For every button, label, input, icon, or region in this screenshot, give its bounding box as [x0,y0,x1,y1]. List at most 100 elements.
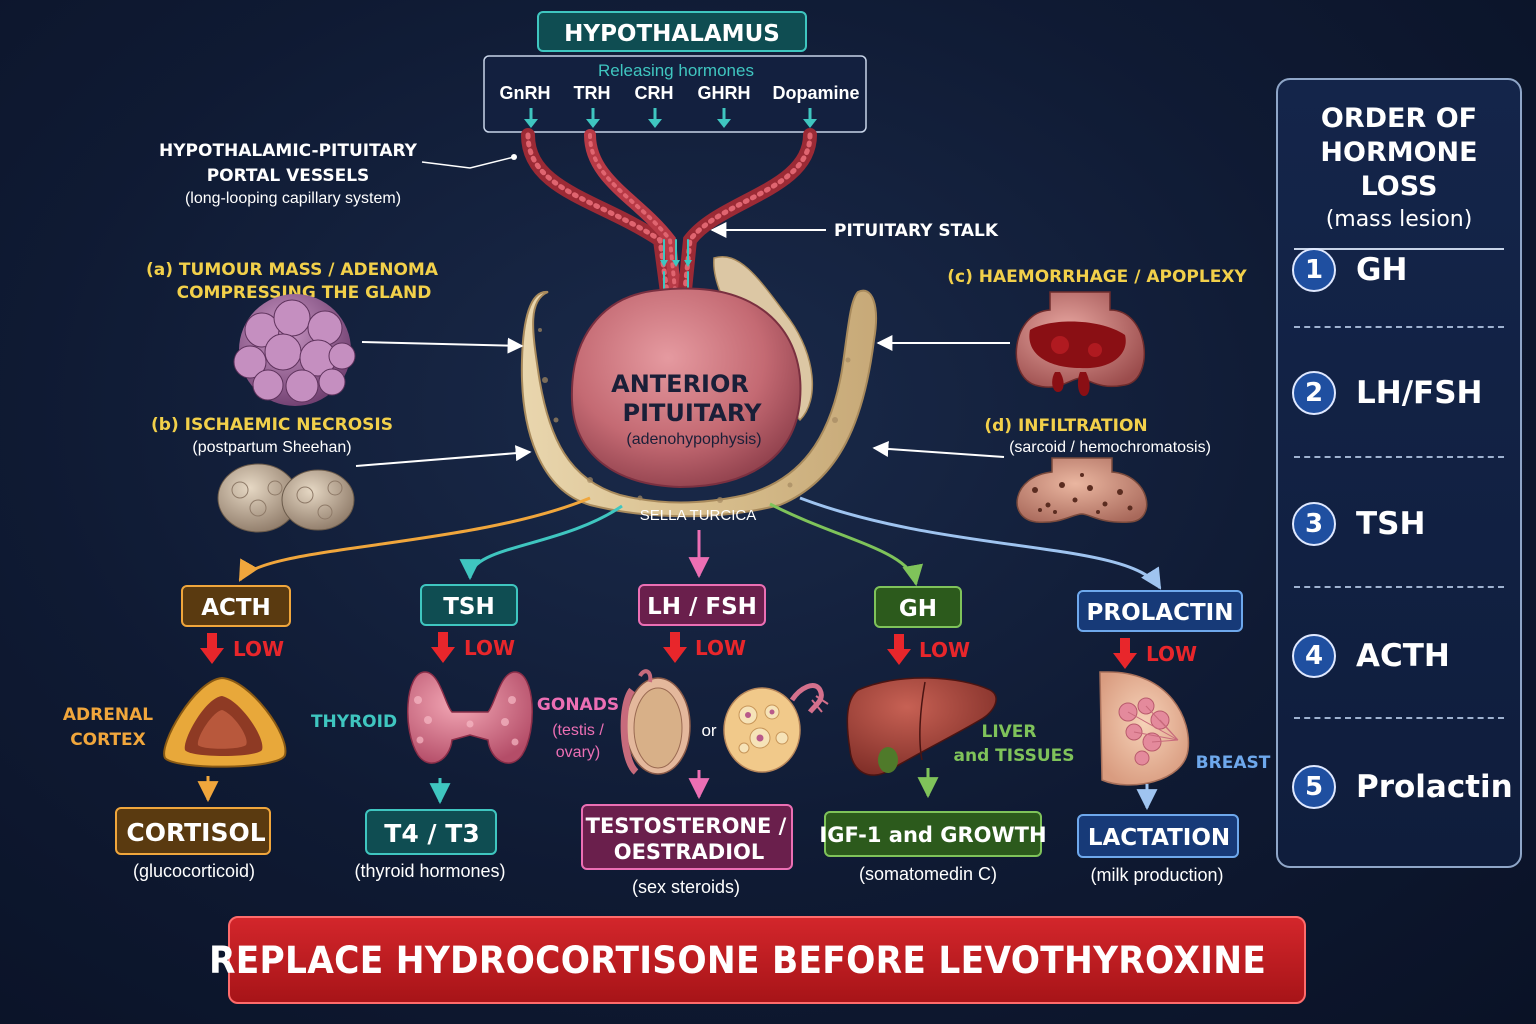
cause-d-line2: (sarcoid / hemochromatosis) [1009,439,1211,456]
hormone-label-gh: GH [899,596,937,622]
anterior-pituitary-gland [570,287,802,489]
liver-image [846,677,997,776]
product-box-sex-steroids [581,804,793,870]
portal-vessels-pointer [421,156,515,169]
product-sub-cortisol: (glucocorticoid) [133,861,255,881]
portal-vessels [521,128,817,307]
ovary-image [723,683,829,773]
releasing-hormones-title: Releasing hormones [598,61,754,80]
product-sub-lactation: (milk production) [1090,865,1223,885]
order-item-label: ACTH [1356,638,1450,674]
order-panel-subtitle: (mass lesion) [1325,207,1473,232]
hypothalamus-title-box [537,11,807,52]
warning-text: REPLACE HYDROCORTISONE BEFORE LEVOTHYROX… [208,938,1266,982]
order-item-label: GH [1356,252,1408,288]
sella-turcica [520,289,878,518]
cause-b-arrow [355,445,532,467]
order-number-badge: 4 [1292,634,1336,678]
low-label-prolactin: LOW [1146,642,1197,666]
target-label-breast: BREAST [1196,753,1271,773]
order-number-badge: 3 [1292,502,1336,546]
branch-arrow-tsh [459,504,623,581]
hormone-label-acth: ACTH [201,595,271,621]
order-item-label: Prolactin [1356,769,1513,805]
hormone-box-gh [874,586,962,628]
ischaemic-necrosis-image [217,463,355,533]
product-label-cortisol: CORTISOL [126,818,265,847]
order-panel-title-line1: ORDER OF [1320,103,1478,134]
order-panel-divider [1294,248,1504,250]
target-label-gonads-line2: (testis / [552,722,604,739]
product-sub-t4t3: (thyroid hormones) [354,861,505,881]
order-separator [1294,717,1504,719]
hypothalamus-group: HYPOTHALAMUS Releasing hormones GnRH TRH… [483,11,867,133]
warning-banner: REPLACE HYDROCORTISONE BEFORE LEVOTHYROX… [209,916,1306,1004]
order-of-hormone-loss-panel: ORDER OF HORMONE LOSS (mass lesion) 1 GH… [1276,78,1522,868]
cause-b-line1: (b) ISCHAEMIC NECROSIS [151,415,393,435]
product-box-t4t3 [365,809,497,855]
thyroid-image [407,671,533,764]
infiltration-image [1016,457,1148,523]
testis-image [620,669,691,775]
releasing-hormone-ghrh: GHRH [698,83,751,103]
hormone-label-lhfsh: LH / FSH [647,594,757,620]
order-item-3: 3 TSH [1278,494,1520,554]
releasing-hormone-trh: TRH [574,83,611,103]
order-number-badge: 5 [1292,765,1336,809]
low-label-tsh: LOW [464,636,515,660]
releasing-hormone-crh: CRH [635,83,674,103]
branch-arrow-gh [769,502,924,587]
order-separator [1294,586,1504,588]
releasing-hormone-dopamine: Dopamine [772,83,859,103]
releasing-hormones-box [483,55,867,133]
order-panel-title-line2: HORMONE LOSS [1320,137,1478,202]
low-indicators [200,632,1137,669]
low-label-gh: LOW [919,638,970,662]
order-number-badge: 1 [1292,248,1336,292]
order-item-label: LH/FSH [1356,375,1483,411]
haemorrhage-image [1015,291,1146,396]
portal-vessels-title-line1: HYPOTHALAMIC-PITUITARY [159,141,418,161]
order-item-1: 1 GH [1278,240,1520,300]
cause-a-line2: COMPRESSING THE GLAND [177,283,432,303]
product-box-cortisol [115,807,271,855]
cause-a-line1: (a) TUMOUR MASS / ADENOMA [146,260,439,280]
order-separator [1294,456,1504,458]
adrenal-cortex-image [163,676,287,768]
breast-image [1099,671,1190,786]
hormone-label-prolactin: PROLACTIN [1087,600,1234,626]
product-label-sex-steroids-line2: OESTRADIOL [614,840,765,864]
order-panel-title: ORDER OF HORMONE LOSS [1278,102,1520,204]
hypothalamus-title: HYPOTHALAMUS [564,21,780,47]
hormone-box-acth [181,585,291,627]
target-label-adrenal-line1: ADRENAL [63,705,153,725]
branch-arrow-prolactin [799,496,1162,590]
cause-d-arrow [872,441,1005,458]
sella-turcica-label: SELLA TURCICA [640,507,756,524]
product-box-lactation [1077,814,1239,858]
order-item-2: 2 LH/FSH [1278,363,1520,423]
portal-vessels-subtitle: (long-looping capillary system) [185,190,401,207]
cause-b-line2: (postpartum Sheehan) [192,439,351,456]
product-label-lactation: LACTATION [1088,825,1230,851]
product-sub-igf1: (somatomedin C) [859,864,997,884]
pituitary-stalk-label: PITUITARY STALK [834,221,999,241]
releasing-hormone-gnrh: GnRH [500,83,551,103]
order-item-4: 4 ACTH [1278,626,1520,686]
product-label-igf1: IGF-1 and GROWTH [819,823,1046,847]
order-separator [1294,326,1504,328]
low-label-lhfsh: LOW [695,636,746,660]
product-label-t4t3: T4 / T3 [384,819,479,848]
product-label-sex-steroids-line1: TESTOSTERONE / [586,814,787,838]
branch-arrow-acth [238,496,591,582]
cause-d-line1: (d) INFILTRATION [984,416,1147,436]
target-label-gonads-line3: ovary) [556,744,600,761]
portal-vessels-title-line2: PORTAL VESSELS [207,166,370,186]
anterior-pituitary-line3: (adenohypophysis) [626,431,761,448]
order-item-5: 5 Prolactin [1278,757,1520,817]
cause-a-arrow [361,337,524,354]
anterior-pituitary-line1: ANTERIOR [611,370,749,398]
target-label-thyroid: THYROID [311,712,397,732]
order-item-label: TSH [1356,506,1426,542]
cause-c-line1: (c) HAEMORRHAGE / APOPLEXY [947,267,1247,287]
